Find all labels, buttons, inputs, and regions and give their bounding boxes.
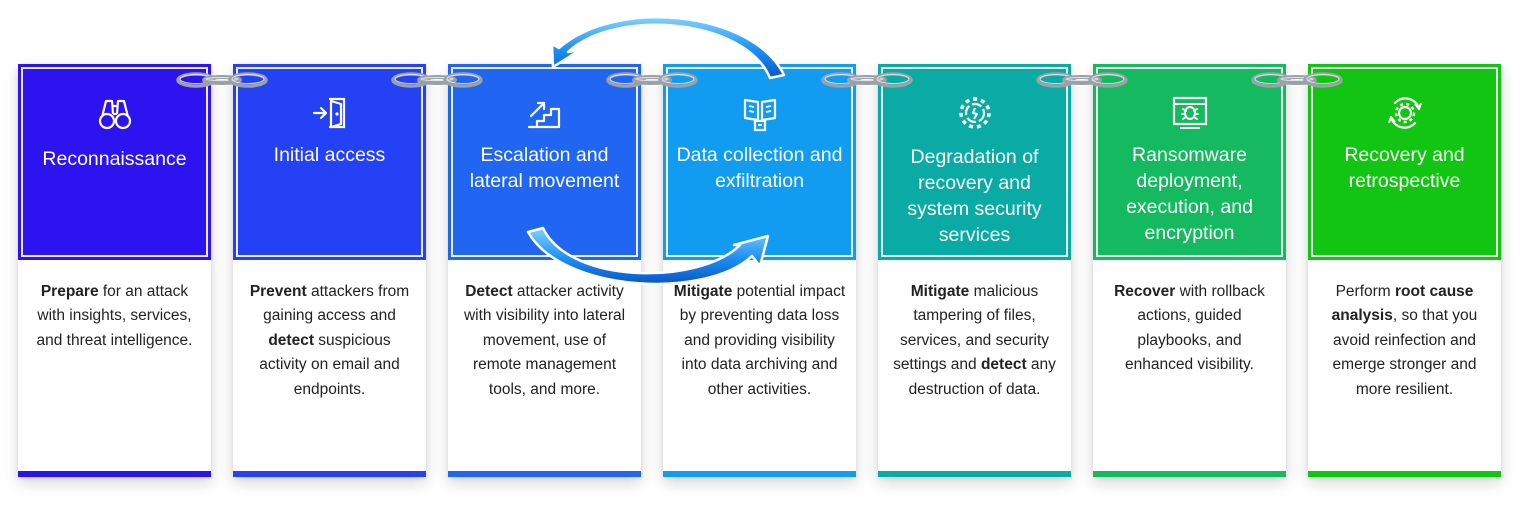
stage-accent-bar	[18, 471, 211, 477]
stage-description: Detect attacker activity with visibility…	[458, 280, 631, 402]
bug-screen-icon	[1172, 96, 1208, 129]
description-emphasis: Prepare	[40, 283, 99, 300]
stage-header-frame	[236, 67, 423, 257]
stage-description: Recover with rollback actions, guided pl…	[1103, 280, 1276, 378]
stage-accent-bar	[1308, 471, 1501, 477]
stage-header: Ransomware deployment, execution, and en…	[1093, 64, 1286, 260]
stage-description: Prepare for an attack with insights, ser…	[28, 280, 201, 353]
description-emphasis: Recover	[1114, 283, 1176, 300]
stage-accent-bar	[448, 471, 641, 477]
stairs-up-icon	[527, 101, 561, 129]
stage-description: Mitigate malicious tampering of files, s…	[888, 280, 1061, 402]
description-emphasis: detect	[268, 331, 314, 349]
stage-accent-bar	[878, 471, 1071, 477]
stage-card: Degradation of recovery and system secur…	[878, 64, 1071, 477]
stage-title: Recovery and retrospective	[1344, 144, 1465, 192]
stage-card: Ransomware deployment, execution, and en…	[1093, 64, 1286, 477]
stage-header: Degradation of recovery and system secur…	[878, 64, 1071, 260]
stage-title: Data collection and exfiltration	[676, 144, 843, 192]
description-text: attacker activity with visibility into l…	[463, 283, 626, 398]
stage-title: Ransomware deployment, execution, and en…	[1126, 144, 1253, 244]
description-text: attackers from gaining access and	[263, 283, 410, 325]
stage-header: Recovery and retrospective	[1308, 64, 1501, 260]
stage-header-frame	[881, 67, 1068, 257]
data-book-icon	[743, 98, 777, 132]
stage-title: Reconnaissance	[42, 148, 187, 170]
description-text: Perform	[1335, 283, 1396, 300]
stage-accent-bar	[1093, 471, 1286, 477]
stage-header: Escalation and lateral movement	[448, 64, 641, 260]
stage-title: Degradation of recovery and system secur…	[907, 146, 1042, 246]
description-emphasis: Mitigate	[910, 283, 970, 300]
stage-description: Mitigate potential impact by preventing …	[673, 280, 846, 402]
binoculars-icon	[98, 99, 132, 130]
stage-header: Data collection and exfiltration	[663, 64, 856, 260]
gear-cycle-icon	[1388, 97, 1422, 129]
description-text: potential impact by preventing data loss…	[679, 283, 846, 398]
description-text: for an attack with insights, services, a…	[36, 283, 193, 349]
stage-header-frame	[1096, 67, 1283, 257]
description-emphasis: root cause analysis	[1331, 283, 1474, 325]
description-text: any destruction of data.	[908, 356, 1056, 398]
stage-title: Escalation and lateral movement	[469, 144, 620, 192]
stage-accent-bar	[663, 471, 856, 477]
stage-title: Initial access	[273, 144, 386, 166]
description-text: suspicious activity on email and endpoin…	[259, 331, 400, 398]
description-emphasis: Mitigate	[673, 283, 733, 300]
stage-header: Initial access	[233, 64, 426, 260]
stage-header-frame	[1311, 67, 1498, 257]
stage-accent-bar	[233, 471, 426, 477]
description-text: , so that you avoid reinfection and emer…	[1332, 307, 1478, 398]
door-enter-icon	[312, 97, 346, 129]
description-text: with rollback actions, guided playbooks,…	[1125, 283, 1265, 374]
description-emphasis: detect	[980, 356, 1027, 374]
description-text: malicious tampering of files, services, …	[893, 283, 1050, 374]
stage-description: Perform root cause analysis, so that you…	[1318, 280, 1491, 402]
broken-gear-icon	[959, 97, 991, 129]
stage-header-frame	[21, 67, 208, 257]
stage-description: Prevent attackers from gaining access an…	[243, 280, 416, 402]
description-emphasis: Prevent	[249, 283, 307, 300]
stage-header: Reconnaissance	[18, 64, 211, 260]
description-emphasis: Detect	[465, 283, 513, 300]
